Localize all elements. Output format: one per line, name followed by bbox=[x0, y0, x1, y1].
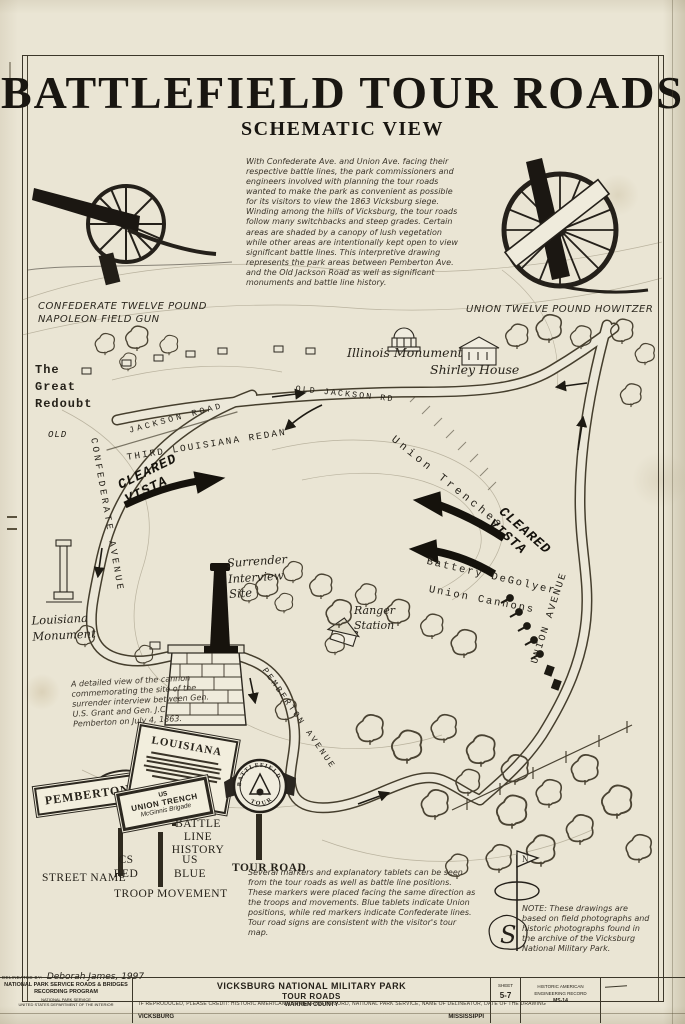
shirley-house-structure bbox=[458, 336, 500, 366]
street-sign-post bbox=[118, 828, 123, 876]
page-title: BATTLEFIELD TOUR ROADS bbox=[0, 67, 685, 118]
battle-line-markers bbox=[81, 345, 316, 375]
surrender-cannon-monument bbox=[149, 563, 247, 726]
cs-red-label: CS RED bbox=[113, 854, 139, 880]
north-arrow: N S bbox=[488, 850, 540, 951]
sheet-label: SHEET bbox=[497, 983, 513, 988]
union-cannon-illustration bbox=[501, 158, 649, 294]
delineated-by-label: DELINEATED BY: bbox=[2, 975, 43, 980]
north-s: S bbox=[500, 921, 516, 949]
park-drawing-title: TOUR ROADS bbox=[282, 992, 341, 1002]
ranger-station-structure bbox=[326, 617, 361, 648]
paper-edge bbox=[672, 0, 673, 1024]
label-surrender-site: Surrender Interview Site bbox=[226, 551, 288, 602]
label-ranger-station: Ranger Station bbox=[354, 604, 395, 632]
reproduction-credit: IF REPRODUCED, PLEASE CREDIT: HISTORIC A… bbox=[139, 1001, 546, 1007]
program-line2: RECORDING PROGRAM bbox=[34, 989, 98, 996]
tour-road-sign: BATTLEFIELD TOUR bbox=[224, 758, 296, 860]
program-line4: UNITED STATES DEPARTMENT OF THE INTERIOR bbox=[18, 1002, 114, 1008]
haer-number: MS-14 bbox=[553, 997, 568, 1004]
margin-tick bbox=[9, 62, 11, 88]
svg-text:TOUR: TOUR bbox=[249, 796, 274, 807]
paper-edge bbox=[0, 1013, 685, 1014]
tour-sign-bottom-text: TOUR bbox=[249, 796, 272, 807]
illinois-monument-structure bbox=[387, 327, 421, 352]
us-blue-label: US BLUE bbox=[173, 854, 207, 880]
fence bbox=[451, 721, 633, 811]
union-cannon-label: UNION TWELVE POUND HOWITZER bbox=[466, 304, 654, 315]
haer-line2: ENGINEERING RECORD bbox=[534, 990, 587, 996]
intro-paragraph: With Confederate Ave. and Union Ave. fac… bbox=[246, 157, 458, 287]
tour-roads bbox=[85, 319, 620, 814]
park-county: WARREN COUNTY bbox=[284, 1002, 339, 1009]
troop-movement-label: TROOP MOVEMENT bbox=[114, 888, 228, 900]
louisiana-monument-structure bbox=[46, 539, 82, 603]
titleblock-sheet-cell: SHEET 5-7 bbox=[491, 978, 521, 1023]
label-shirley-house: Shirley House bbox=[430, 362, 520, 377]
delineator-name: Deborah James, 1997 bbox=[46, 972, 145, 982]
note-paragraph: NOTE: These drawings are based on field … bbox=[522, 904, 650, 954]
titleblock-city: VICKSBURG bbox=[138, 1014, 175, 1020]
confederate-cannon-label: CONFEDERATE TWELVE POUND NAPOLEON FIELD … bbox=[38, 301, 207, 325]
signature-scribble bbox=[604, 985, 628, 988]
union-tablet-post bbox=[158, 832, 163, 887]
north-n: N bbox=[522, 854, 529, 864]
border-inner-line-left bbox=[27, 56, 28, 1001]
program-line1: NATIONAL PARK SERVICE ROADS & BRIDGES bbox=[4, 982, 128, 988]
sheet-border bbox=[22, 55, 664, 1002]
park-name: VICKSBURG NATIONAL MILITARY PARK bbox=[216, 981, 407, 991]
map-drawing bbox=[22, 241, 662, 880]
label-illinois-monument: Illinois Monument bbox=[347, 345, 463, 360]
margin-tick bbox=[7, 516, 17, 518]
titleblock-haer-cell: HISTORIC AMERICAN ENGINEERING RECORD MS-… bbox=[521, 978, 601, 1023]
page-subtitle: SCHEMATIC VIEW bbox=[240, 118, 445, 140]
markers-paragraph: Several markers and explanatory tablets … bbox=[248, 868, 476, 938]
haer-line1: HISTORIC AMERICAN bbox=[537, 984, 584, 989]
union-trench-hatching bbox=[409, 393, 497, 491]
border-inner-line-right bbox=[658, 56, 659, 1001]
titleblock-project-cell: VICKSBURG NATIONAL MILITARY PARK TOUR RO… bbox=[133, 978, 491, 1023]
label-old: OLD bbox=[48, 430, 68, 440]
label-louisiana-monument: Louisiana Monument bbox=[31, 610, 96, 644]
battery-degolyer-cannons bbox=[500, 594, 562, 691]
cleared-vista-arrows bbox=[123, 471, 507, 578]
road-direction-arrows bbox=[93, 380, 588, 805]
margin-tick bbox=[7, 528, 17, 530]
titleblock-agency-cell: DELINEATED BY: Deborah James, 1997 NATIO… bbox=[0, 972, 144, 1023]
street-name-label: STREET NAME bbox=[42, 872, 127, 884]
title-block: DELINEATED BY: Deborah James, 1997 NATIO… bbox=[0, 972, 685, 1023]
program-line3: NATIONAL PARK SERVICE bbox=[41, 996, 91, 1002]
sheet-number: 5-7 bbox=[499, 991, 512, 1000]
confederate-cannon-illustration bbox=[28, 184, 233, 286]
tour-road-label: TOUR ROAD bbox=[232, 862, 307, 874]
cannon-detail-caption: A detailed view of the cannon commemorat… bbox=[70, 673, 210, 729]
battle-line-history-label: BATTLE LINE HISTORY bbox=[171, 818, 225, 857]
titleblock-state: MISSISSIPPI bbox=[448, 1014, 484, 1020]
label-great-redoubt: The Great Redoubt bbox=[35, 363, 93, 411]
